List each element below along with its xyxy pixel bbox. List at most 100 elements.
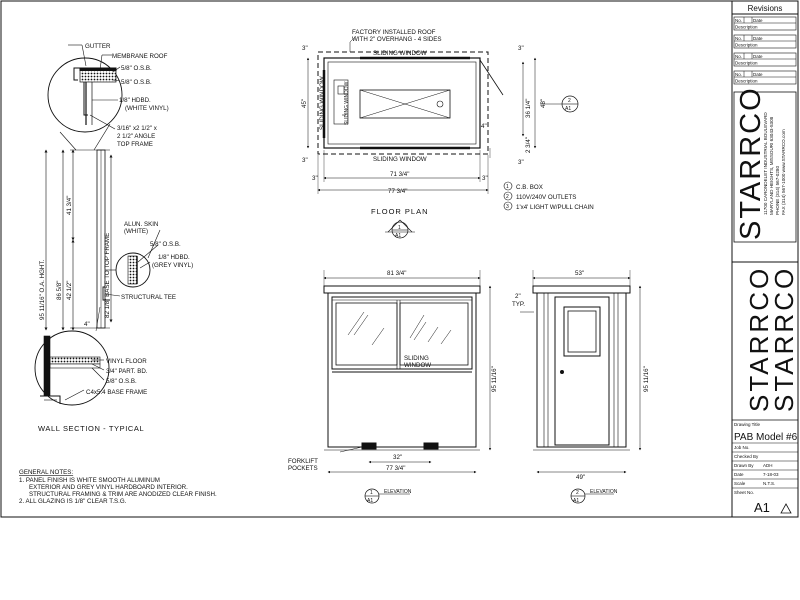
legend-light: 1'x4' LIGHT W/PULL CHAIN	[516, 204, 594, 211]
legend-mark-2: 2	[506, 194, 509, 200]
revision-row: No. Date Description	[733, 34, 797, 49]
window-label-2: WINDOW	[404, 362, 431, 369]
dim-3-top-left: 3"	[302, 45, 308, 52]
side-elevation-labels: 53" 2" TYP. 95 11/16" 49" 2 A1 ELEVATION	[512, 270, 650, 504]
svg-text:FAX (314) 567-1000 www.STARRC: FAX (314) 567-1000 www.STARRCO.com	[781, 129, 786, 215]
roof-note-1: FACTORY INSTALLED ROOF	[352, 29, 436, 36]
note-line: STRUCTURAL FRAMING & TRIM ARE ANODIZED C…	[29, 491, 217, 498]
dim-48: 48"	[540, 99, 547, 108]
dim-45: 45"	[301, 99, 308, 108]
svg-text:N.T.S.: N.T.S.	[763, 481, 775, 486]
wall-section-labels: GUTTER MEMBRANE ROOF 5/8" O.S.B. 5/8" O.…	[38, 43, 193, 433]
general-notes: GENERAL NOTES: 1. PANEL FINISH IS WHITE …	[19, 469, 217, 505]
front-tag-num: 1	[370, 490, 373, 496]
callout-top-frame: TOP FRAME	[117, 141, 153, 148]
dim-95-11-16-side: 95 11/16"	[643, 366, 650, 392]
dim-oa-height: 95 11/16" O.A. HGHT.	[39, 260, 46, 320]
floor-plan	[306, 35, 579, 239]
callout-osb-2: 5/8" O.S.B.	[121, 79, 152, 86]
svg-text:No.: No.	[735, 54, 742, 59]
door	[554, 296, 610, 446]
svg-text:Job No.: Job No.	[734, 445, 750, 450]
wall-section	[34, 44, 161, 406]
drawing-info: Drawing Title PAB Model #6 Job No. Check…	[732, 419, 798, 515]
dim-3-bottom-r: 3"	[482, 175, 488, 182]
svg-text:Drawn By: Drawn By	[734, 463, 754, 468]
side-elevation	[520, 270, 642, 504]
legend-outlets: 110V/240V OUTLETS	[516, 194, 576, 201]
dim-77-3-4: 77 3/4"	[388, 188, 407, 195]
dim-2-3-4: 2 3/4"	[525, 137, 532, 153]
front-elevation-labels: 81 3/4" 95 11/16" 32" 77 3/4" SLIDING WI…	[288, 270, 498, 504]
forklift-pocket	[361, 442, 377, 450]
callout-membrane-roof: MEMBRANE ROOF	[112, 53, 168, 60]
drawing-title: PAB Model #6	[734, 432, 798, 443]
dim-42-1-2: 42 1/2"	[66, 281, 73, 300]
side-elevation-title: ELEVATION	[590, 489, 618, 495]
window-label-bottom: SLIDING WINDOW	[373, 156, 427, 163]
svg-text:Description: Description	[735, 25, 758, 30]
title-block: Revisions No. Date Description No. Date …	[731, 1, 799, 517]
dim-71-3-4: 71 3/4"	[390, 171, 409, 178]
north-triangle-icon	[780, 503, 792, 514]
front-tag-sheet: A1	[367, 498, 373, 504]
revision-row: No. Date Description	[733, 70, 797, 85]
svg-text:Date: Date	[734, 472, 744, 477]
floor-plan-labels: FACTORY INSTALLED ROOF WITH 2" OVERHANG …	[301, 29, 594, 239]
callout-grey-vinyl: (GREY VINYL)	[152, 262, 193, 269]
note-line: 1. PANEL FINISH IS WHITE SMOOTH ALUMINUM	[19, 477, 160, 484]
company-logo: STARRCO	[735, 86, 767, 240]
dim-3-bottom: 3"	[312, 175, 318, 182]
company-address: 11700 CARONDELET INDUSTRIAL BOULEVARD MA…	[763, 112, 786, 215]
svg-text:MARYLAND HEIGHTS, MISSOURI 630: MARYLAND HEIGHTS, MISSOURI 63043-5308	[769, 116, 774, 215]
front-elevation	[323, 270, 492, 504]
svg-text:7-18-03: 7-18-03	[763, 472, 779, 477]
svg-text:Description: Description	[735, 79, 758, 84]
svg-text:Checked By: Checked By	[734, 454, 759, 459]
callout-alum-skin: ALUN. SKIN	[124, 221, 158, 228]
callout-structural-tee: STRUCTURAL TEE	[121, 294, 176, 301]
dim-2-typ: 2"	[515, 293, 521, 300]
callout-white-vinyl: (WHITE VINYL)	[125, 105, 169, 112]
svg-text:Date: Date	[753, 36, 763, 41]
svg-text:ADH: ADH	[763, 463, 773, 468]
notes-heading: GENERAL NOTES:	[19, 469, 73, 476]
svg-text:Date: Date	[753, 72, 763, 77]
window-label-1: SLIDING	[404, 355, 429, 362]
svg-text:Scale: Scale	[734, 481, 746, 486]
callout-part-bd: 3/4" PART. BD.	[106, 368, 148, 375]
dim-4: 4"	[84, 321, 90, 328]
forklift-label-1: FORKLIFT	[288, 458, 318, 465]
dim-95-11-16-front: 95 11/16"	[491, 366, 498, 392]
forklift-label-2: POCKETS	[288, 465, 318, 472]
dim-3-top-right: 3"	[518, 45, 524, 52]
callout-vinyl-floor: VINYL FLOOR	[106, 358, 147, 365]
note-line: 2. ALL GLAZING IS 1/8" CLEAR T.S.G.	[19, 498, 127, 505]
dim-81-3-4: 81 3/4"	[387, 270, 406, 277]
window-label-left-1: SLIDING WINDOW	[319, 76, 326, 130]
bottom-detail-circle	[34, 330, 110, 406]
callout-hdbd: 1/8" HDBD.	[119, 97, 151, 104]
floor-plan-title: FLOOR PLAN	[371, 207, 429, 216]
front-elevation-title: ELEVATION	[384, 489, 412, 495]
side-tag-num: 2	[576, 490, 579, 496]
revision-row: No. Date Description	[733, 16, 797, 31]
revisions-header: Revisions	[748, 4, 783, 13]
callout-hdbd-2: 1/8" HDBD.	[158, 254, 190, 261]
section-tag-num: 2	[568, 98, 571, 104]
company-name-large: STARRCO	[744, 266, 774, 412]
revision-table: No. Date Description No. Date Descriptio…	[733, 16, 797, 85]
callout-osb-1: 5/8" O.S.B.	[121, 65, 152, 72]
svg-text:No.: No.	[735, 72, 742, 77]
callout-angle-2: 2 1/2" ANGLE	[117, 133, 155, 140]
dim-49: 49"	[576, 474, 585, 481]
revision-row: No. Date Description	[733, 52, 797, 67]
sheet-border	[0, 0, 799, 518]
callout-osb-3: 5/8" O.S.B.	[150, 241, 181, 248]
legend-mark-3: 3	[506, 204, 509, 210]
door-handle	[560, 370, 564, 374]
svg-text:Description: Description	[735, 43, 758, 48]
forklift-pocket	[423, 442, 439, 450]
dim-4-plan: 4"	[481, 123, 487, 130]
